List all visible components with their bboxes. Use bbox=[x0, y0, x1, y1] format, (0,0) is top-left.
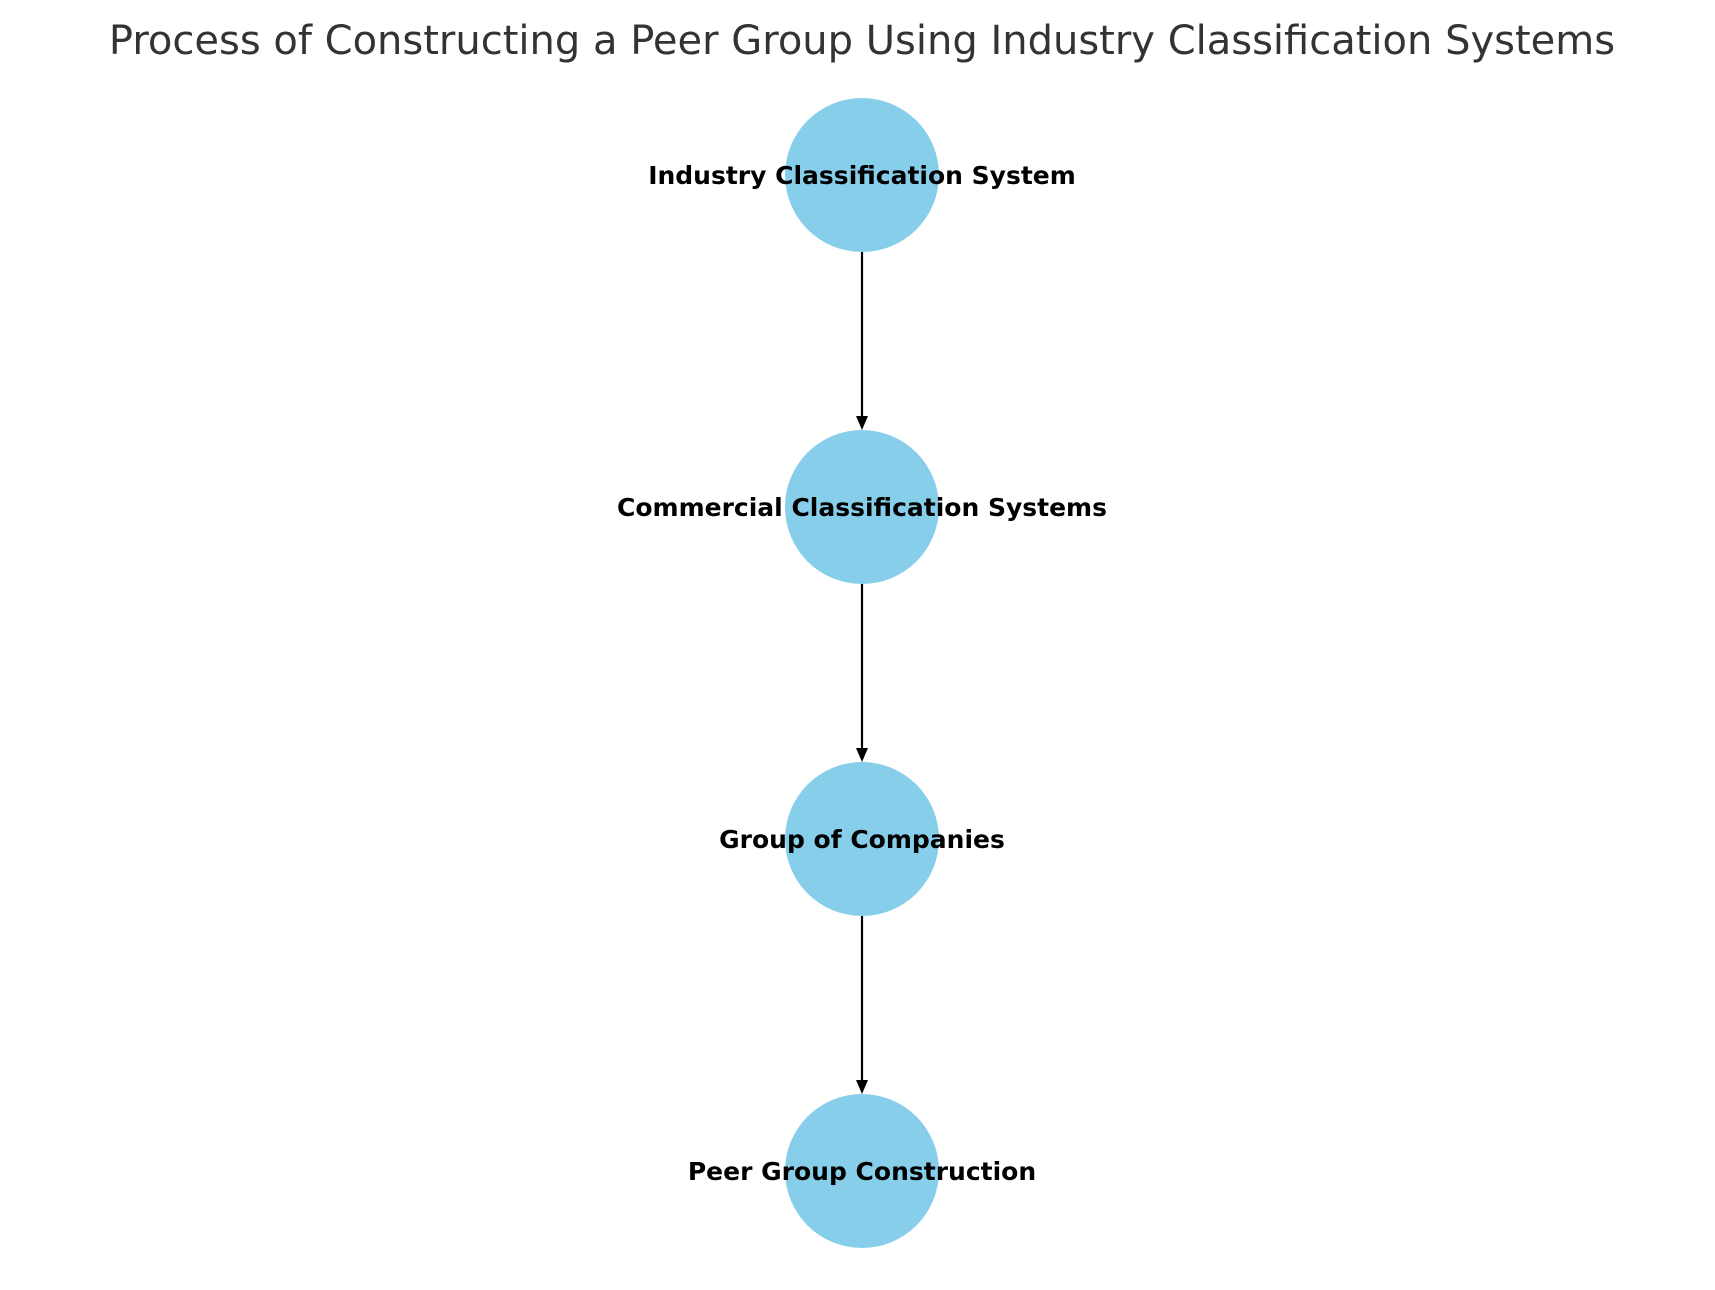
node-label: Peer Group Construction bbox=[688, 1157, 1036, 1186]
node-label: Industry Classification System bbox=[648, 161, 1076, 190]
node-n3: Group of Companies bbox=[719, 762, 1005, 916]
node-circle bbox=[785, 98, 939, 252]
node-circle bbox=[785, 430, 939, 584]
node-n4: Peer Group Construction bbox=[688, 1094, 1036, 1248]
edges-layer bbox=[856, 252, 868, 1094]
node-label: Group of Companies bbox=[719, 825, 1005, 854]
nodes-layer: Industry Classification SystemCommercial… bbox=[617, 98, 1107, 1248]
node-n1: Industry Classification System bbox=[648, 98, 1076, 252]
node-circle bbox=[785, 762, 939, 916]
arrowhead-n2-n3 bbox=[856, 748, 868, 762]
node-label: Commercial Classification Systems bbox=[617, 493, 1107, 522]
arrowhead-n1-n2 bbox=[856, 416, 868, 430]
node-n2: Commercial Classification Systems bbox=[617, 430, 1107, 584]
arrowhead-n3-n4 bbox=[856, 1080, 868, 1094]
node-circle bbox=[785, 1094, 939, 1248]
diagram-title: Process of Constructing a Peer Group Usi… bbox=[109, 18, 1615, 64]
